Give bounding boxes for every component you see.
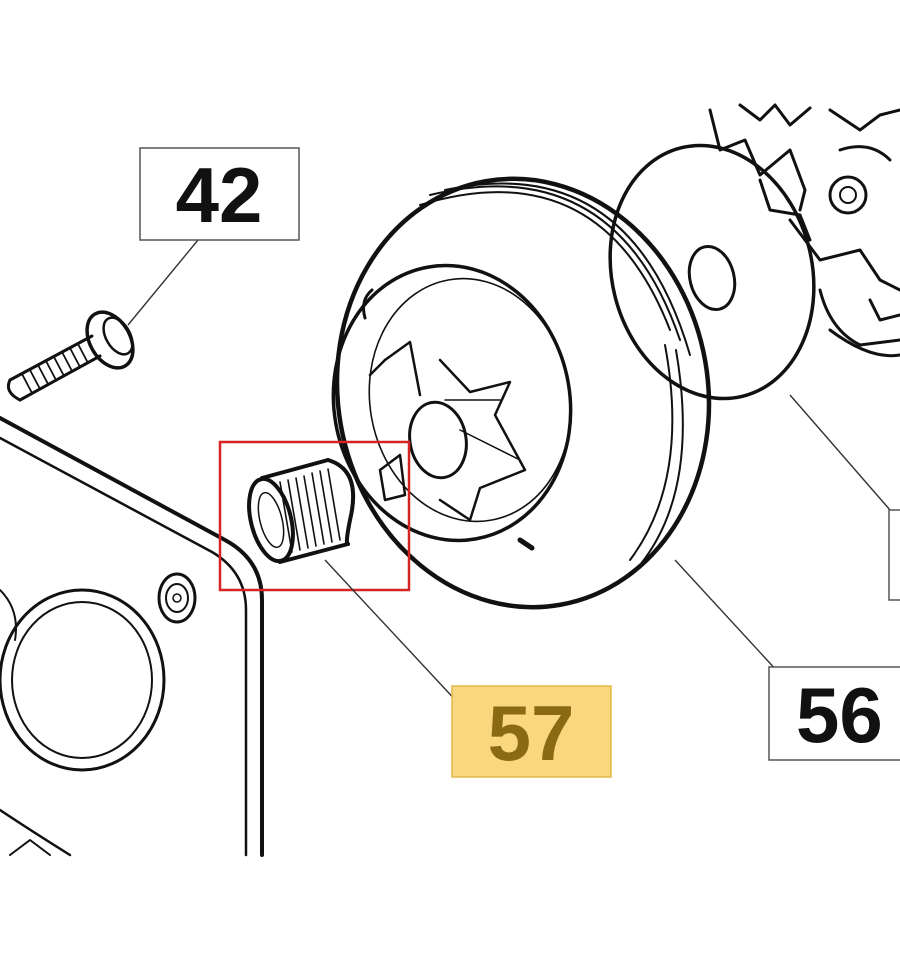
engine-housing (0, 416, 264, 857)
clutch-shoe-part (708, 103, 900, 358)
callout-57-box (451, 685, 612, 778)
callout-42-label: 42 (176, 151, 263, 239)
leader-line-56 (674, 559, 791, 686)
clutch-drum-part (331, 176, 712, 610)
callout-57[interactable]: 57 (451, 685, 612, 778)
callout-56-box (768, 666, 900, 761)
screw-part (6, 310, 135, 402)
callout-42-box (139, 147, 300, 241)
callout-42[interactable]: 42 (139, 147, 300, 241)
callout-56-label: 56 (796, 671, 883, 759)
washer-part (608, 143, 816, 401)
selection-highlight-box (218, 440, 411, 592)
callout-57-label: 57 (488, 689, 575, 777)
leader-line-42 (127, 239, 199, 326)
leader-lines (127, 239, 891, 706)
leader-line-57 (324, 559, 461, 706)
housing-bolt (157, 572, 197, 624)
needle-bearing-part (247, 458, 356, 564)
callout-offscreen-box (888, 509, 900, 601)
leader-line-offscreen (789, 394, 891, 511)
callout-56[interactable]: 56 (768, 666, 900, 761)
